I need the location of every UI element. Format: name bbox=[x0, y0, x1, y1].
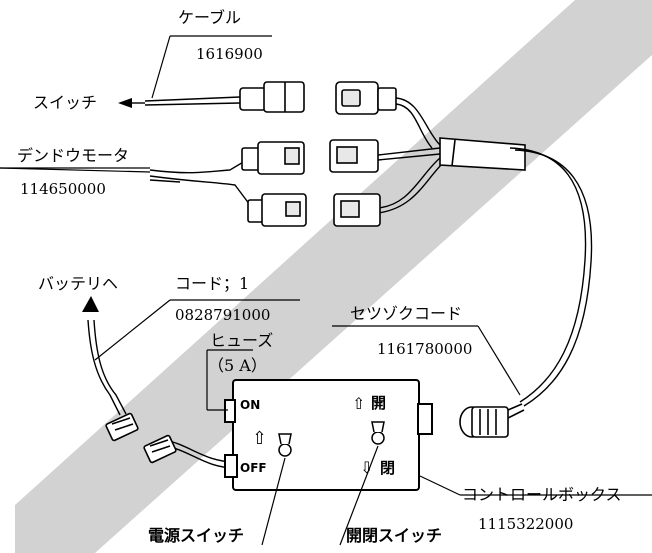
cord1-part-number: 0828791000 bbox=[175, 306, 271, 324]
battery-terminal-b bbox=[143, 434, 177, 464]
open-close-toggle bbox=[371, 421, 385, 445]
switch-label: スイッチ bbox=[33, 93, 98, 112]
fuse-rating: （5 A） bbox=[208, 356, 267, 375]
motor-cable bbox=[149, 157, 251, 206]
control-box-label: コントロールボックス bbox=[462, 485, 622, 504]
cord1-label: コード；1 bbox=[175, 274, 250, 293]
power-switch-label: 電源スイッチ bbox=[148, 526, 245, 545]
power-up-arrow: ⇧ bbox=[252, 428, 268, 449]
on-mark: ON bbox=[240, 398, 261, 412]
harness-sheath bbox=[439, 137, 526, 171]
harness-plug-upper bbox=[329, 139, 379, 173]
power-toggle bbox=[278, 433, 292, 457]
connection-cord-plug bbox=[459, 403, 525, 438]
watermark-band bbox=[15, 0, 652, 553]
motor-label: デンドウモータ bbox=[17, 146, 130, 165]
off-mark: OFF bbox=[240, 461, 267, 475]
control-box-part-number: 1115322000 bbox=[478, 515, 574, 533]
cable-part-number: 1616900 bbox=[196, 45, 263, 63]
harness-plug-lower bbox=[333, 193, 381, 227]
connection-cord-part-number: 1161780000 bbox=[377, 340, 473, 358]
cable-to-switch bbox=[118, 96, 241, 108]
connection-cable bbox=[509, 147, 587, 403]
connection-cord-label: セツゾクコード bbox=[350, 304, 463, 323]
open-mark: 開 bbox=[371, 394, 387, 412]
motor-plug-upper bbox=[241, 141, 305, 175]
cable-label: ケーブル bbox=[178, 8, 242, 27]
open-up-arrow: ⇧ bbox=[352, 394, 366, 413]
fuse-label: ヒューズ bbox=[210, 331, 274, 350]
battery-terminal-a bbox=[105, 412, 139, 442]
leader-lines bbox=[0, 35, 652, 546]
harness-wires bbox=[377, 97, 445, 214]
control-box bbox=[224, 379, 433, 491]
motor-part-number: 114650000 bbox=[20, 180, 106, 198]
motor-plug-lower bbox=[247, 193, 307, 227]
to-battery-label: バッテリヘ bbox=[38, 274, 119, 293]
open-close-switch-label: 開閉スイッチ bbox=[346, 526, 443, 545]
close-mark: 閉 bbox=[380, 459, 396, 477]
close-down-arrow: ⇩ bbox=[360, 458, 374, 477]
switch-plug-female bbox=[335, 81, 397, 115]
switch-plug-male bbox=[239, 81, 305, 113]
